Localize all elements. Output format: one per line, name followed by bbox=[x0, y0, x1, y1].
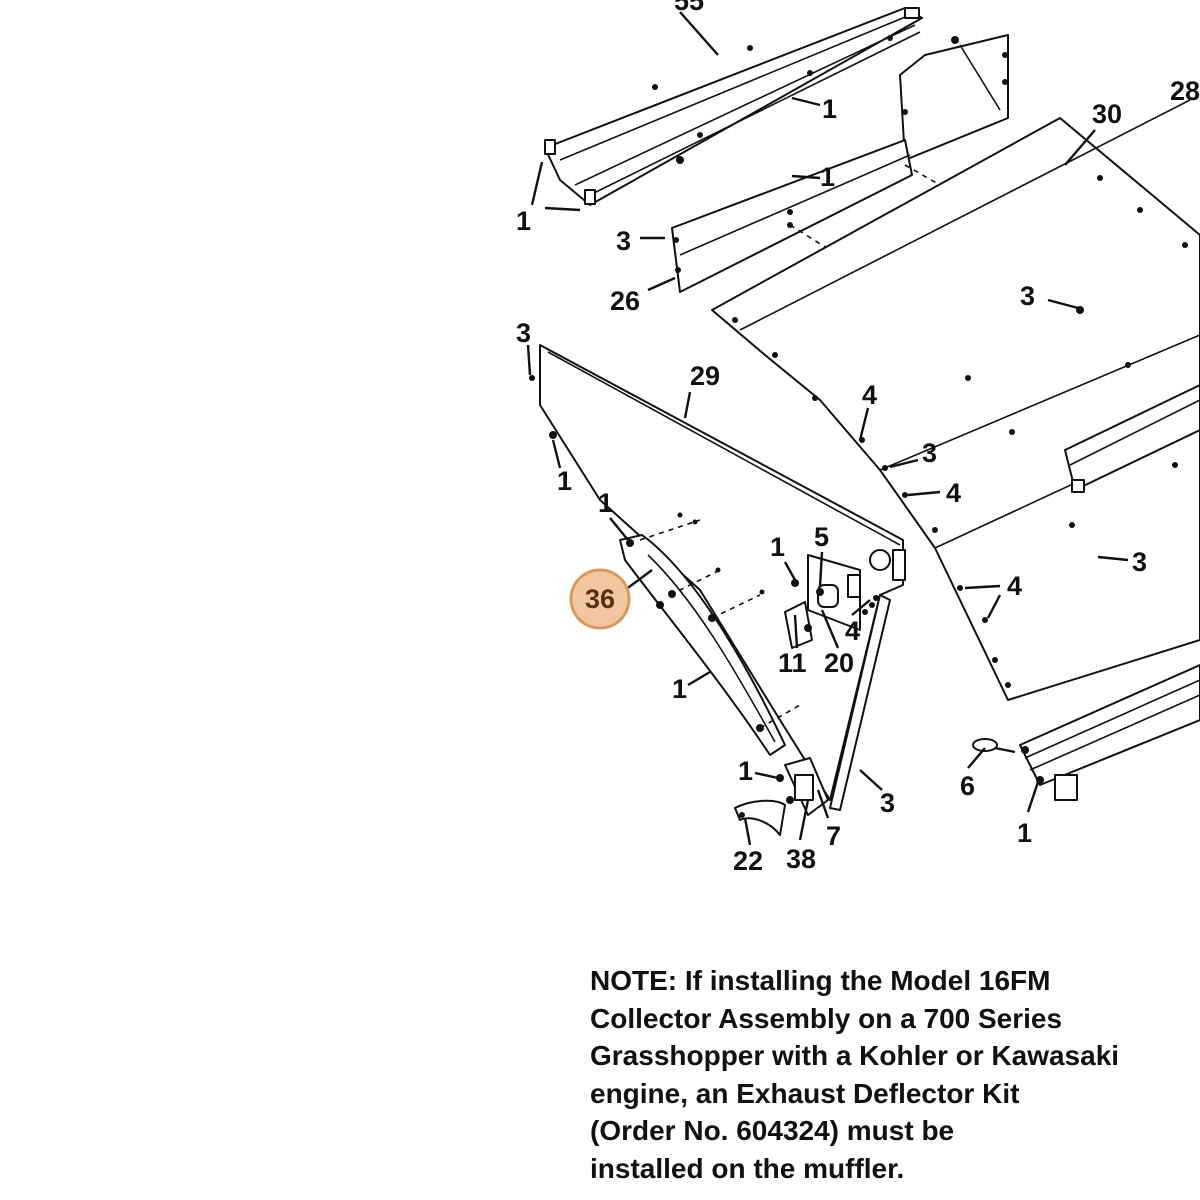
label-30: 30 bbox=[1092, 99, 1122, 129]
label-55: 55 bbox=[674, 0, 704, 16]
label-1: 1 bbox=[820, 162, 835, 192]
latch bbox=[776, 757, 829, 816]
bottom-rail bbox=[1019, 664, 1200, 801]
label-1: 1 bbox=[1017, 818, 1032, 848]
label-1: 1 bbox=[557, 466, 572, 496]
label-1: 1 bbox=[738, 756, 753, 786]
curved-plate-part-36 bbox=[619, 512, 801, 756]
inner-channel bbox=[1064, 384, 1200, 493]
label-4: 4 bbox=[862, 380, 877, 410]
label-3: 3 bbox=[1020, 281, 1035, 311]
callout-circle bbox=[569, 568, 631, 630]
label-1: 1 bbox=[672, 674, 687, 704]
leader-lines bbox=[526, 11, 1129, 846]
brace-strut bbox=[829, 594, 891, 811]
label-3: 3 bbox=[922, 438, 937, 468]
label-11: 11 bbox=[778, 648, 807, 678]
callout-label: 36 bbox=[585, 584, 615, 614]
label-3: 3 bbox=[880, 788, 895, 818]
installation-note: NOTE: If installing the Model 16FM Colle… bbox=[590, 965, 1120, 1184]
floor-panel-part-30 bbox=[711, 99, 1200, 701]
label-26: 26 bbox=[610, 286, 640, 316]
channel-part-26 bbox=[671, 139, 941, 293]
label-5: 5 bbox=[814, 522, 829, 552]
label-1: 1 bbox=[822, 94, 837, 124]
label-28: 28 bbox=[1170, 76, 1200, 106]
back-panel bbox=[899, 34, 1009, 161]
callout-36: 36 bbox=[569, 568, 631, 630]
label-3: 3 bbox=[616, 226, 631, 256]
label-3: 3 bbox=[1132, 547, 1147, 577]
label-1: 1 bbox=[598, 488, 613, 518]
label-38: 38 bbox=[786, 844, 816, 874]
label-4: 4 bbox=[946, 478, 961, 508]
label-3: 3 bbox=[516, 318, 531, 348]
label-22: 22 bbox=[733, 846, 763, 876]
deflector-part-22 bbox=[734, 799, 786, 836]
label-6: 6 bbox=[960, 771, 975, 801]
label-1: 1 bbox=[770, 532, 785, 562]
part-labels: 55 28 30 29 26 5 11 20 6 7 22 38 3 3 3 3… bbox=[516, 0, 1200, 876]
label-4: 4 bbox=[1007, 571, 1022, 601]
label-7: 7 bbox=[826, 821, 841, 851]
label-20: 20 bbox=[824, 648, 854, 678]
top-channel-part-55 bbox=[544, 7, 923, 206]
pin-part-6 bbox=[972, 738, 1016, 754]
label-1: 1 bbox=[516, 206, 531, 236]
label-29: 29 bbox=[690, 361, 720, 391]
label-4: 4 bbox=[845, 616, 860, 646]
